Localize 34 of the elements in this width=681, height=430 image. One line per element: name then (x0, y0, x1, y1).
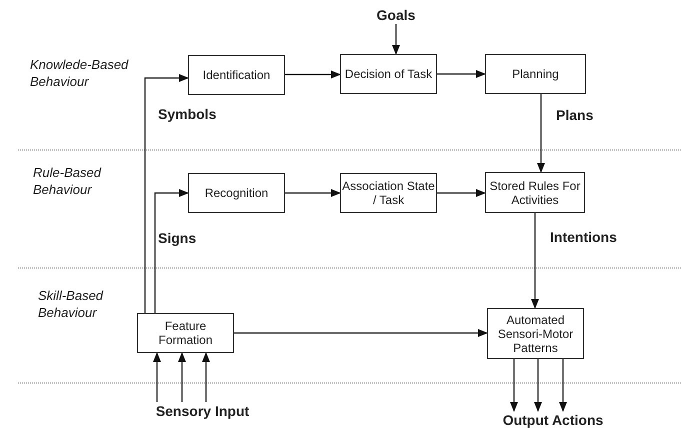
arrow (144, 74, 189, 313)
process-box: Identification (188, 55, 285, 95)
arrow (437, 70, 486, 78)
arrow (510, 359, 518, 412)
arrow (559, 359, 567, 412)
flow-label: Goals (372, 6, 420, 24)
flow-label: Output Actions (488, 411, 618, 429)
arrow (534, 359, 542, 412)
arrow (154, 189, 189, 313)
arrow (202, 352, 210, 402)
process-box: Stored Rules For Activities (485, 172, 585, 213)
flow-label: Plans (556, 107, 594, 124)
arrow (153, 352, 161, 402)
process-box: Association State / Task (340, 173, 437, 213)
level-label: Rule-Based Behaviour (33, 164, 102, 198)
level-label: Skill-Based Behaviour (38, 287, 104, 321)
flow-label: Intentions (550, 229, 617, 246)
process-box: Automated Sensori-Motor Patterns (487, 308, 584, 359)
arrow (437, 189, 486, 197)
process-box: Recognition (188, 173, 285, 213)
process-box: Feature Formation (137, 313, 234, 353)
arrow (178, 352, 186, 402)
flow-label: Signs (158, 230, 196, 247)
arrow (531, 213, 539, 309)
flow-label: Sensory Input (150, 402, 255, 420)
process-box: Planning (485, 54, 586, 94)
arrow (285, 70, 341, 78)
arrow (234, 329, 488, 337)
arrow (537, 94, 545, 173)
arrow (392, 24, 400, 55)
flow-label: Symbols (158, 106, 216, 123)
arrow (285, 189, 341, 197)
level-label: Knowlede-Based Behaviour (30, 56, 130, 90)
process-box: Decision of Task (340, 54, 437, 94)
